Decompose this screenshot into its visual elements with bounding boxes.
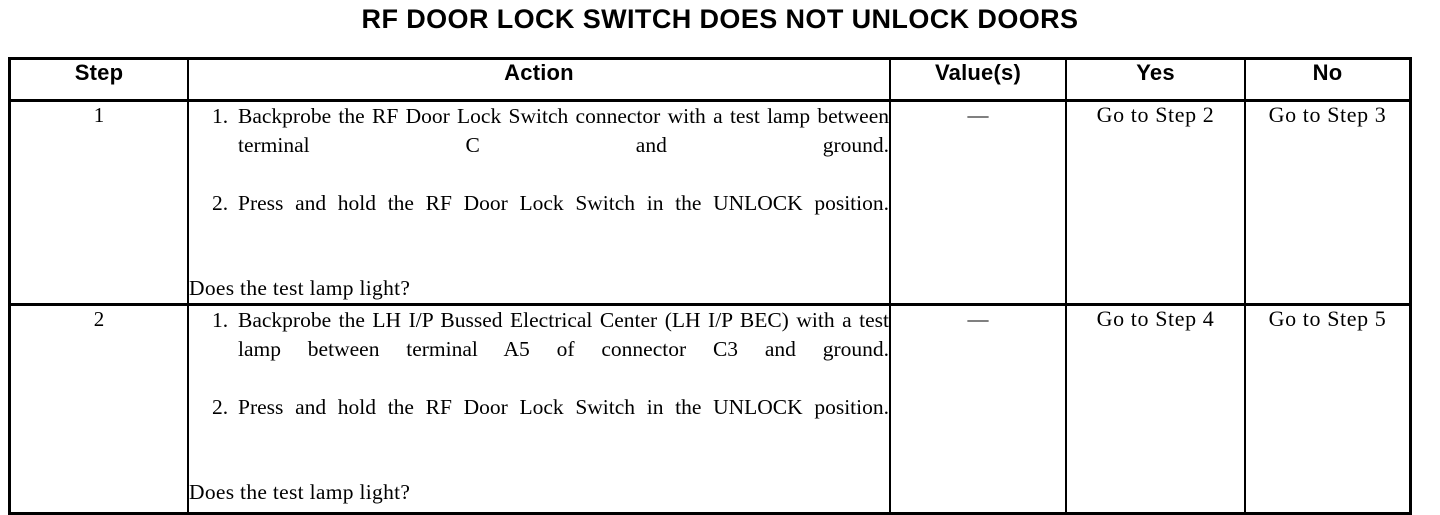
action-question: Does the test lamp light?: [189, 480, 411, 504]
action-step-text: Press and hold the RF Door Lock Switch i…: [238, 395, 889, 419]
value-dash: —: [967, 307, 989, 331]
step-number-cell: 2: [11, 303, 189, 512]
action-step-list: 1. Backprobe the RF Door Lock Switch con…: [189, 102, 889, 247]
diagnostic-table-container: Step Action Value(s) Yes No 1 1. Backpro…: [8, 57, 1412, 515]
page-title: RF DOOR LOCK SWITCH DOES NOT UNLOCK DOOR…: [361, 4, 1079, 34]
action-step-text: Backprobe the LH I/P Bussed Electrical C…: [238, 308, 889, 361]
yes-branch-cell: Go to Step 4: [1065, 303, 1246, 512]
action-step-number: 2.: [212, 395, 229, 419]
column-header-action: Action: [187, 60, 891, 102]
value-cell: —: [889, 303, 1067, 512]
value-cell: —: [889, 100, 1067, 305]
action-cell: 1. Backprobe the RF Door Lock Switch con…: [187, 100, 891, 305]
action-step-item: 1. Backprobe the RF Door Lock Switch con…: [189, 102, 889, 189]
action-step-list: 1. Backprobe the LH I/P Bussed Electrica…: [189, 306, 889, 451]
value-dash: —: [967, 103, 989, 127]
action-step-text: Press and hold the RF Door Lock Switch i…: [238, 191, 889, 215]
action-step-item: 1. Backprobe the LH I/P Bussed Electrica…: [189, 306, 889, 393]
action-cell: 1. Backprobe the LH I/P Bussed Electrica…: [187, 303, 891, 512]
column-header-step: Step: [11, 60, 189, 102]
column-header-values: Value(s): [889, 60, 1067, 102]
no-branch-cell: Go to Step 5: [1244, 303, 1409, 512]
action-question: Does the test lamp light?: [189, 276, 411, 300]
column-header-no: No: [1244, 60, 1409, 102]
action-step-number: 2.: [212, 191, 229, 215]
action-step-number: 1.: [212, 308, 229, 332]
table-row: 1 1. Backprobe the RF Door Lock Switch c…: [11, 100, 1409, 305]
table-row: 2 1. Backprobe the LH I/P Bussed Electri…: [11, 303, 1409, 512]
table-header-row: Step Action Value(s) Yes No: [11, 60, 1409, 102]
step-number-cell: 1: [11, 100, 189, 305]
action-step-number: 1.: [212, 104, 229, 128]
no-branch-cell: Go to Step 3: [1244, 100, 1409, 305]
column-header-yes: Yes: [1065, 60, 1246, 102]
action-step-text: Backprobe the RF Door Lock Switch connec…: [238, 104, 889, 157]
action-step-item: 2. Press and hold the RF Door Lock Switc…: [189, 189, 889, 247]
action-step-item: 2. Press and hold the RF Door Lock Switc…: [189, 393, 889, 451]
yes-branch-cell: Go to Step 2: [1065, 100, 1246, 305]
table-body: 1 1. Backprobe the RF Door Lock Switch c…: [11, 100, 1409, 512]
diagnostic-table: Step Action Value(s) Yes No 1 1. Backpro…: [11, 60, 1409, 512]
table-header: Step Action Value(s) Yes No: [11, 60, 1409, 102]
